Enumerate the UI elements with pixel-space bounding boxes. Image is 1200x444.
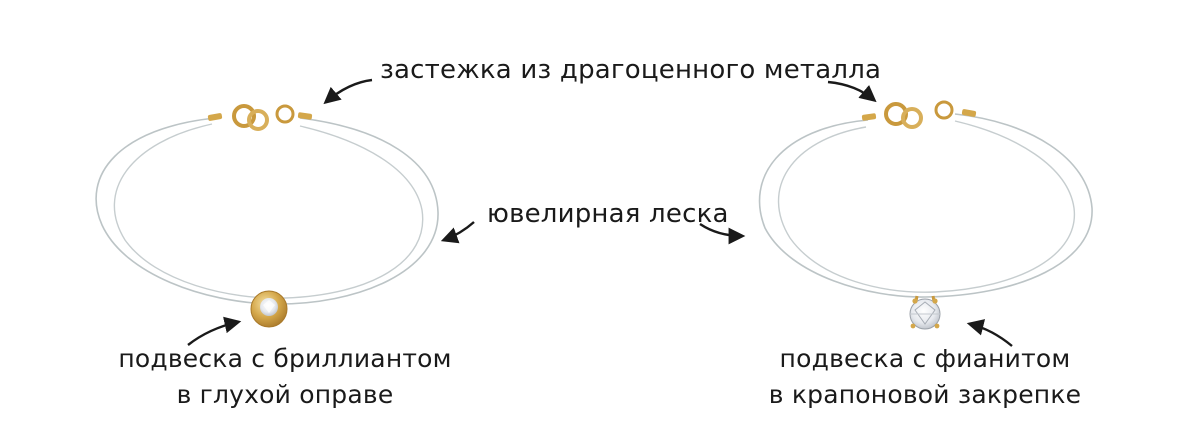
right-pendant-label-line2: в крапоновой закрепке: [768, 380, 1082, 409]
arrow-icon: [323, 78, 373, 105]
prong-pendant-icon: [909, 295, 941, 330]
left-thread-inner: [113, 123, 424, 299]
right-thread-outer: [758, 113, 1093, 298]
right-pendant-label: подвеска с фианитом в крапоновой закрепк…: [760, 341, 1090, 413]
right-pendant-label-line1: подвеска с фианитом: [779, 344, 1071, 373]
arrow-icon: [827, 80, 877, 103]
arrow-icon: [187, 316, 242, 346]
clasp-icon: [207, 104, 313, 131]
left-pendant-label-line2: в глухой оправе: [176, 380, 394, 409]
line-label: ювелирная леска: [487, 199, 729, 229]
right-thread-inner: [777, 120, 1076, 293]
left-bracelet: [95, 104, 439, 328]
left-thread-outer: [95, 117, 439, 305]
arrow-icon: [440, 221, 475, 244]
clasp-icon: [861, 100, 977, 129]
arrow-icon: [699, 223, 746, 245]
bezel-pendant-icon: [250, 290, 288, 328]
left-pendant-label-line1: подвеска с бриллиантом: [118, 344, 452, 373]
clasp-label: застежка из драгоценного металла: [380, 55, 882, 85]
left-pendant-label: подвеска с бриллиантом в глухой оправе: [110, 341, 460, 413]
right-bracelet: [758, 100, 1093, 330]
arrow-icon: [966, 319, 1013, 347]
